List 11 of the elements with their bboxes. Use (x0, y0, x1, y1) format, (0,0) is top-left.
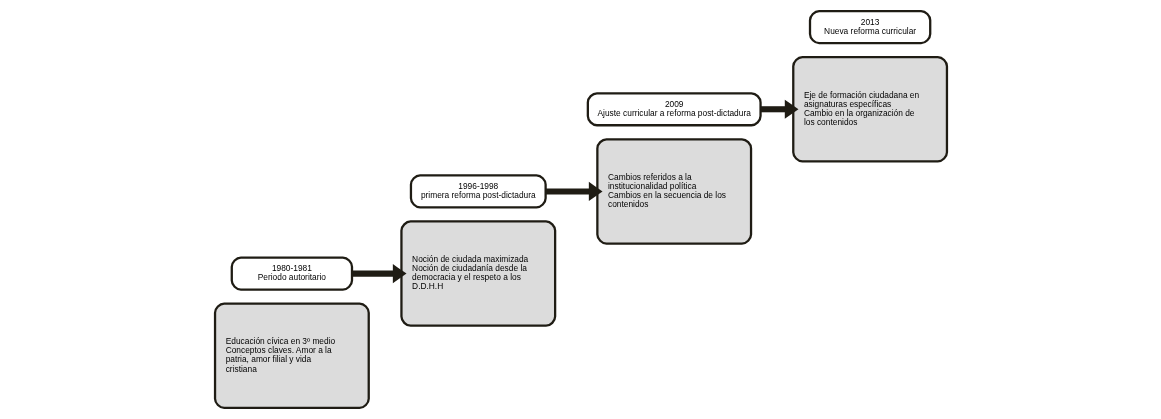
node-box: Eje de formación ciudadana en asignaturas específicas Cambio en la organización de los contenidos (791, 56, 948, 163)
arrow (545, 181, 602, 201)
node-box: Noción de ciudada maximizada Noción de ciudadanía desde la democracia y el respeto a los D.D.H.H (399, 220, 556, 327)
node-box: 2009 Ajuste curricular a reforma post-dictadura (586, 92, 762, 127)
node-box: 2013 Nueva reforma curricular (808, 9, 931, 45)
arrow (760, 99, 798, 119)
node-box: Cambios referidos a la institucionalidad política Cambios en la secuencia de los contenidos (595, 138, 752, 245)
arrow (351, 264, 407, 284)
node-box: Educación cívica en 3º medio Conceptos claves. Amor a la patria, amor filial y vida cristiana (213, 302, 370, 410)
node-box: 1980-1981 Periodo autoritario (230, 256, 353, 291)
node-box: 1996-1998 primera reforma post-dictadura (409, 174, 547, 209)
